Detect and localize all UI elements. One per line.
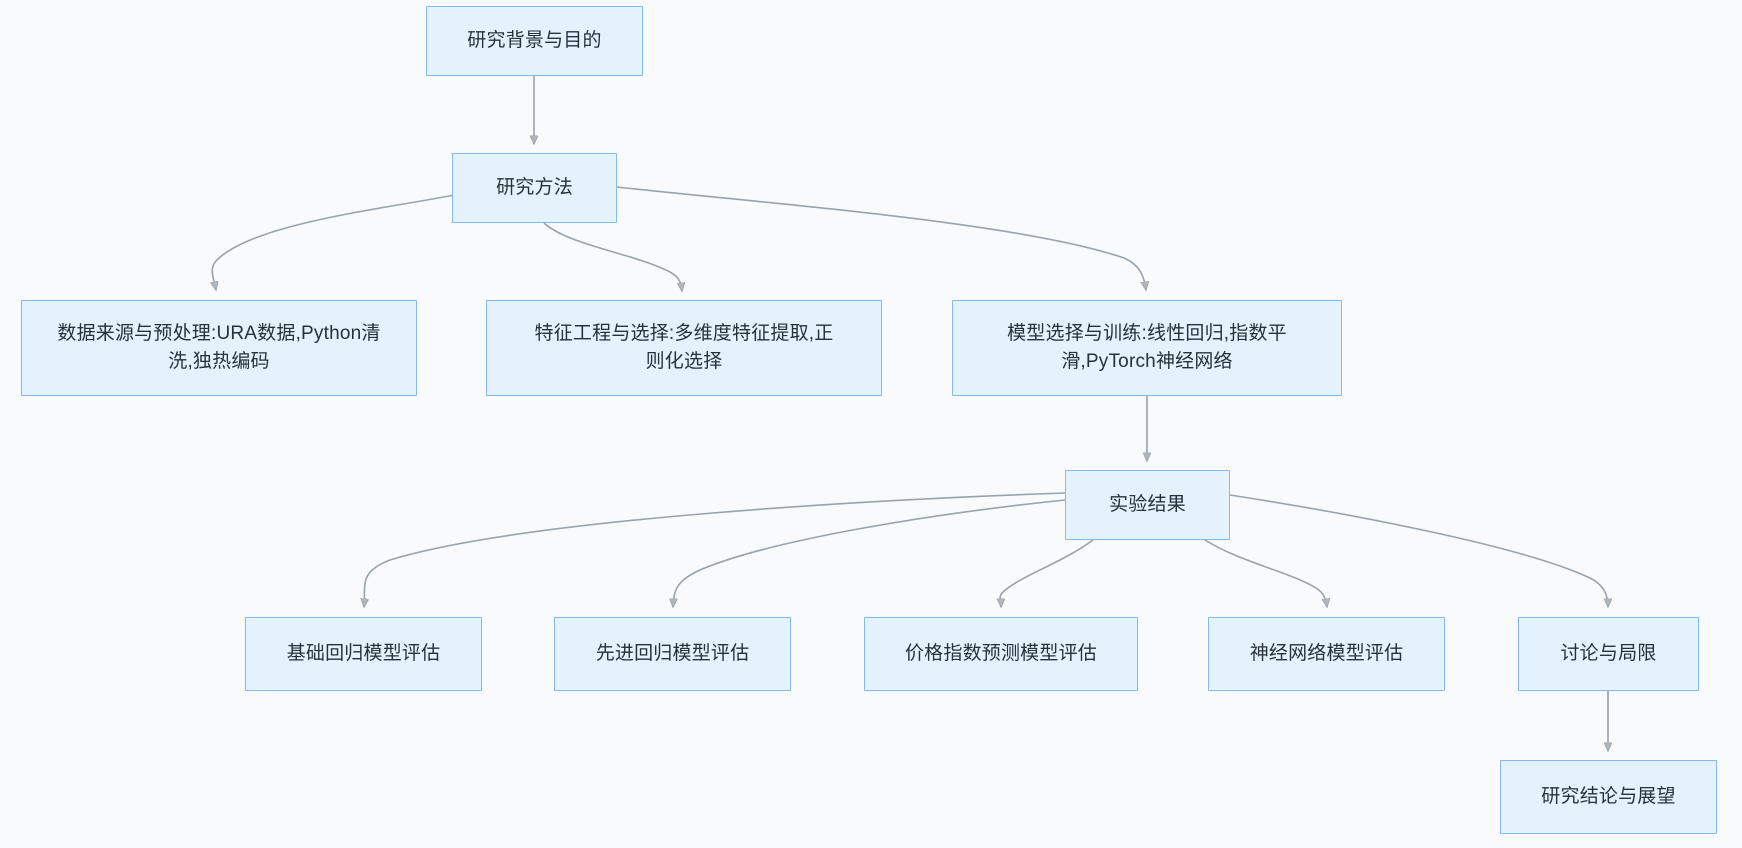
node-label: 研究背景与目的 [467,30,602,52]
node-conclusion-outlook[interactable]: 研究结论与展望 [1500,760,1717,834]
node-label: 研究方法 [496,177,573,199]
node-label: 研究结论与展望 [1541,786,1676,808]
node-basic-regression-evaluation[interactable]: 基础回归模型评估 [245,617,482,691]
node-label: 价格指数预测模型评估 [904,643,1097,665]
node-label: 模型选择与训练:线性回归,指数平 滑,PyTorch神经网络 [1007,323,1287,372]
node-neural-network-evaluation[interactable]: 神经网络模型评估 [1208,617,1445,691]
node-research-background[interactable]: 研究背景与目的 [426,6,643,76]
edge-method-to-data [212,194,455,290]
node-experiment-results[interactable]: 实验结果 [1065,470,1230,540]
node-label: 实验结果 [1109,494,1186,516]
node-feature-engineering[interactable]: 特征工程与选择:多维度特征提取,正 则化选择 [486,300,882,396]
node-research-method[interactable]: 研究方法 [452,153,617,223]
edge-method-to-model [616,186,1146,290]
edge-result-to-eval-price-index [1000,539,1094,607]
node-label: 神经网络模型评估 [1249,643,1404,665]
node-model-selection-training[interactable]: 模型选择与训练:线性回归,指数平 滑,PyTorch神经网络 [952,300,1342,396]
node-label: 数据来源与预处理:URA数据,Python清 洗,独热编码 [57,323,381,372]
node-advanced-regression-evaluation[interactable]: 先进回归模型评估 [554,617,791,691]
node-data-source-preprocessing[interactable]: 数据来源与预处理:URA数据,Python清 洗,独热编码 [21,300,417,396]
node-price-index-prediction-evaluation[interactable]: 价格指数预测模型评估 [864,617,1138,691]
edge-result-to-eval-basic [364,492,1066,607]
node-discussion-limitations[interactable]: 讨论与局限 [1518,617,1699,691]
edge-result-to-discussion [1229,494,1608,607]
edge-result-to-eval-advanced [673,499,1066,607]
node-label: 先进回归模型评估 [595,643,750,665]
edge-method-to-feature [543,222,682,291]
node-label: 特征工程与选择:多维度特征提取,正 则化选择 [534,323,834,372]
node-label: 讨论与局限 [1560,643,1657,665]
edge-result-to-eval-neural [1204,539,1327,607]
node-label: 基础回归模型评估 [286,643,441,665]
